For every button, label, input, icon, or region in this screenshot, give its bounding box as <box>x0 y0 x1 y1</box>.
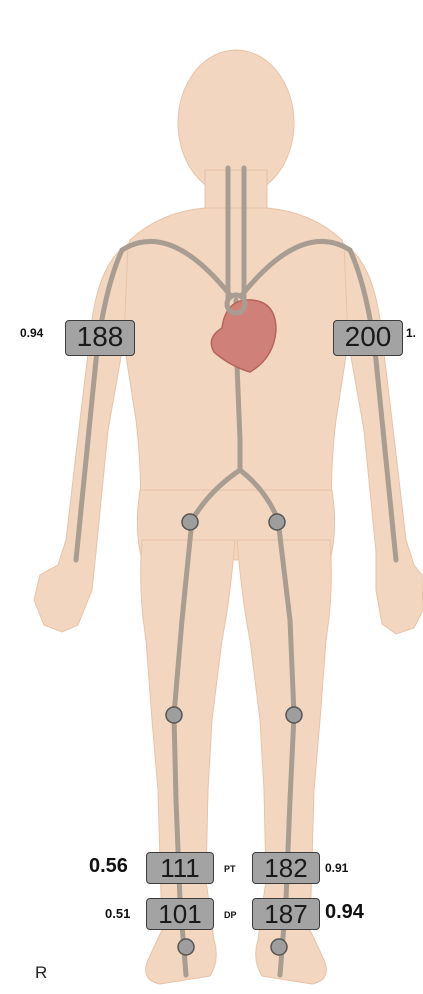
right-arm-index: 0.94 <box>20 326 43 340</box>
right-dp-pressure-box[interactable]: 101 <box>146 898 214 930</box>
left-arm-index: 1. <box>406 326 416 340</box>
left-foot-node[interactable] <box>271 939 287 955</box>
right-foot-node[interactable] <box>178 939 194 955</box>
left-popliteal-node[interactable] <box>286 707 302 723</box>
right-femoral-node[interactable] <box>182 514 198 530</box>
left-dp-pressure-box[interactable]: 187 <box>252 898 320 930</box>
left-dp-index: 0.94 <box>325 901 364 924</box>
left-pt-pressure-box[interactable]: 182 <box>252 852 320 884</box>
side-label: R <box>35 963 47 983</box>
right-arm-pressure-box[interactable]: 188 <box>65 320 135 356</box>
right-dp-index: 0.51 <box>105 906 130 921</box>
left-arm-pressure-box[interactable]: 200 <box>333 320 403 356</box>
right-pt-pressure-box[interactable]: 111 <box>146 852 214 884</box>
left-femoral-node[interactable] <box>269 514 285 530</box>
right-popliteal-node[interactable] <box>166 707 182 723</box>
left-pt-index: 0.91 <box>325 861 348 875</box>
dp-site-label: DP <box>224 910 237 920</box>
right-pt-index: 0.56 <box>89 855 128 878</box>
pt-site-label: PT <box>224 864 236 874</box>
